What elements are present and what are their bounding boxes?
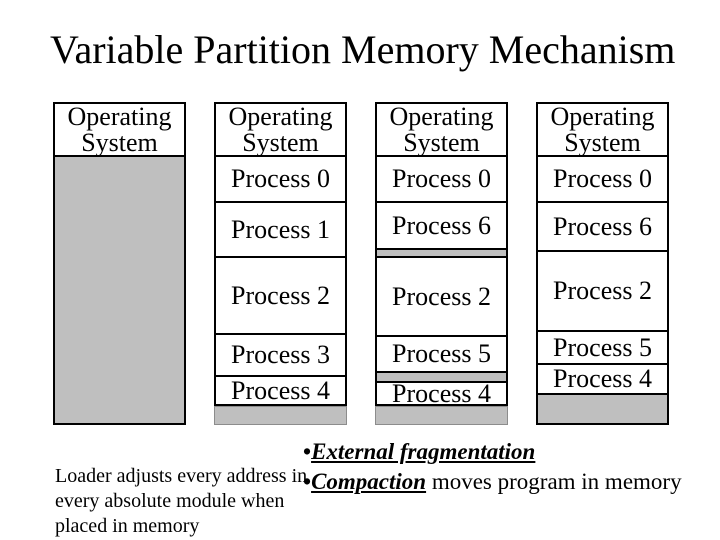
- block-label: Process 1: [231, 214, 330, 244]
- process-block-process-6: Process 6: [536, 201, 669, 252]
- free-space-block: [536, 393, 669, 425]
- os-block: Operating System: [375, 102, 508, 157]
- bullet-marker: •: [303, 439, 312, 464]
- loader-note-line: Loader adjusts every address in: [55, 465, 308, 487]
- block-label: Process 3: [231, 340, 330, 369]
- block-label: Process 5: [392, 339, 491, 368]
- block-label: Process 2: [231, 280, 330, 310]
- block-label: Process 5: [553, 332, 652, 362]
- bullet-marker: •: [303, 469, 312, 494]
- process-block-process-0: Process 0: [536, 155, 669, 203]
- bullet-item: •External fragmentation: [303, 437, 682, 467]
- block-label: Process 0: [231, 164, 330, 193]
- os-block: Operating System: [536, 102, 669, 157]
- loader-note-line: every absolute module when: [55, 490, 285, 512]
- process-block-process-2: Process 2: [214, 256, 347, 335]
- fragmentation-bullets: •External fragmentation•Compaction moves…: [303, 437, 682, 497]
- process-block-process-2: Process 2: [375, 256, 508, 337]
- process-block-process-4: Process 4: [375, 378, 508, 408]
- bullet-emphasis-text: External fragmentation: [311, 439, 536, 464]
- block-label: Operating System: [389, 101, 494, 157]
- block-label: Process 6: [553, 211, 652, 241]
- process-block-process-2: Process 2: [536, 250, 669, 332]
- process-block-process-0: Process 0: [375, 155, 508, 203]
- free-space-block: [375, 406, 508, 425]
- bullet-item: •Compaction moves program in memory: [303, 467, 682, 497]
- process-block-process-4: Process 4: [536, 363, 669, 395]
- block-label: Process 4: [392, 378, 491, 408]
- os-block: Operating System: [53, 102, 186, 157]
- block-label: Process 0: [553, 164, 652, 193]
- os-block: Operating System: [214, 102, 347, 157]
- process-block-process-6: Process 6: [375, 201, 508, 250]
- block-label: Process 0: [392, 164, 491, 193]
- block-label: Process 4: [231, 375, 330, 405]
- block-label: Process 2: [553, 276, 652, 305]
- block-label: Process 4: [553, 364, 652, 393]
- loader-note: Loader adjusts every address in every abs…: [55, 464, 307, 539]
- bullet-rest-text: moves program in memory: [426, 469, 682, 494]
- process-block-process-1: Process 1: [214, 201, 347, 258]
- memory-column-stage-1: Operating System: [53, 102, 186, 425]
- block-label: Operating System: [550, 101, 655, 157]
- block-label: Process 6: [392, 210, 491, 240]
- bullet-emphasis-text: Compaction: [311, 469, 427, 494]
- process-block-process-3: Process 3: [214, 333, 347, 377]
- loader-note-line: placed in memory: [55, 515, 200, 537]
- process-block-process-0: Process 0: [214, 155, 347, 203]
- block-label: Operating System: [67, 101, 172, 157]
- block-label: Process 2: [392, 281, 491, 311]
- process-block-process-5: Process 5: [375, 335, 508, 373]
- free-space-block: [53, 155, 186, 425]
- process-block-process-4: Process 4: [214, 375, 347, 406]
- page-title: Variable Partition Memory Mechanism: [50, 27, 676, 72]
- process-block-process-5: Process 5: [536, 330, 669, 365]
- block-label: Operating System: [228, 101, 333, 157]
- free-space-block: [214, 406, 347, 425]
